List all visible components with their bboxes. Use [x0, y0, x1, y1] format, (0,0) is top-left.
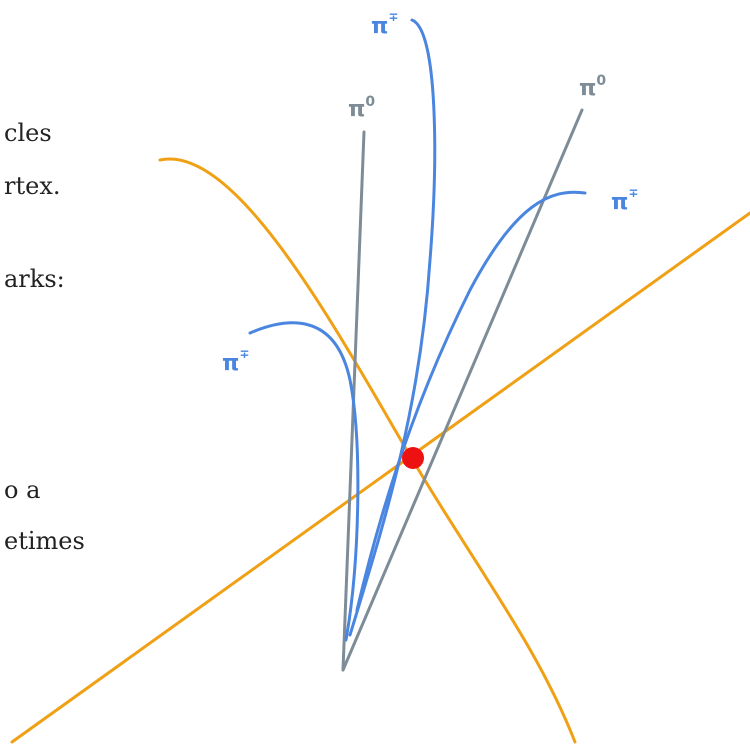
pi-charged-label-right: π∓: [611, 186, 638, 215]
pi-symbol: π: [371, 14, 388, 39]
pi-zero-label-left: π0: [348, 94, 375, 122]
charge-superscript: ∓: [239, 347, 249, 361]
pi-zero-label-right: π0: [579, 73, 606, 101]
charge-superscript: ∓: [628, 186, 638, 200]
pi-symbol: π: [222, 351, 239, 376]
pi-charged-label-top: π∓: [371, 10, 398, 39]
charged-pion-track-right: [357, 192, 585, 610]
pi-charged-label-left: π∓: [222, 347, 249, 376]
neutral-pion-track-right: [343, 110, 582, 670]
charge-superscript: ∓: [388, 10, 398, 24]
zero-superscript: 0: [365, 94, 375, 110]
pi-symbol: π: [348, 97, 365, 122]
charged-pion-track-left: [250, 323, 358, 640]
zero-superscript: 0: [596, 73, 606, 89]
pi-symbol: π: [579, 76, 596, 101]
beam-track-curved: [160, 159, 575, 742]
pi-symbol: π: [611, 190, 628, 215]
beam-track-straight: [12, 213, 750, 742]
vertex-marker: [402, 447, 424, 469]
